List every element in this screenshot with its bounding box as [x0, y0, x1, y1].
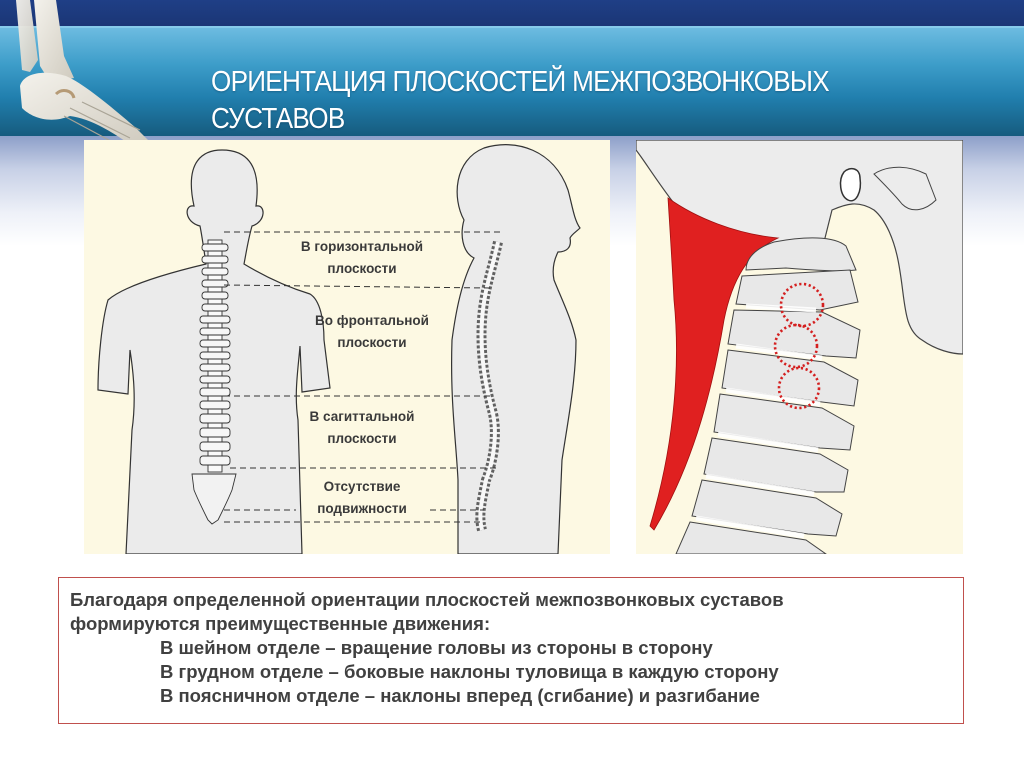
spine-illustration: [97, 144, 581, 554]
highlight-circle-3: [777, 366, 821, 410]
summary-item-thoracic: В грудном отделе – боковые наклоны тулов…: [160, 661, 779, 682]
title-line-1: ОРИЕНТАЦИЯ ПЛОСКОСТЕЙ МЕЖПОЗВОНКОВЫХ: [211, 66, 830, 98]
plane-label-line: подвижности: [317, 501, 407, 516]
skeleton-foot-icon: [16, 0, 148, 147]
plane-label-line: плоскости: [327, 261, 397, 276]
facet-joint-highlights: [773, 282, 825, 410]
plane-label-line: В горизонтальной: [300, 239, 424, 254]
plane-label-line: Отсутствие: [323, 479, 401, 494]
plane-label-line: В сагиттальной: [309, 409, 415, 424]
plane-divider-lines: [223, 231, 500, 523]
header-main-band: [0, 26, 1024, 136]
plane-label-frontal: Во фронтальной плоскости: [282, 310, 462, 354]
slide-header: [0, 0, 1024, 136]
spine-planes-figure: В горизонтальной плоскости Во фронтально…: [84, 140, 610, 554]
plane-label-immobile: Отсутствие подвижности: [272, 476, 452, 520]
cervical-spine-illustration: [636, 140, 963, 554]
header-top-band: [0, 0, 1024, 26]
summary-item-cervical: В шейном отделе – вращение головы из сто…: [160, 637, 713, 658]
plane-label-horizontal: В горизонтальной плоскости: [272, 236, 452, 280]
highlight-circle-1: [779, 282, 825, 328]
summary-intro: Благодаря определенной ориентации плоско…: [70, 588, 784, 636]
highlight-circle-2: [773, 323, 819, 369]
summary-intro-line-1: Благодаря определенной ориентации плоско…: [70, 589, 784, 610]
plane-label-line: плоскости: [327, 431, 397, 446]
summary-textbox: Благодаря определенной ориентации плоско…: [58, 577, 964, 724]
summary-item-lumbar: В поясничном отделе – наклоны вперед (сг…: [160, 685, 760, 706]
plane-label-sagittal: В сагиттальной плоскости: [272, 406, 452, 450]
side-view-body: [451, 144, 581, 554]
cervical-spine-figure: [636, 140, 963, 554]
plane-label-line: Во фронтальной: [315, 313, 429, 328]
plane-label-line: плоскости: [337, 335, 407, 350]
slide-title: ОРИЕНТАЦИЯ ПЛОСКОСТЕЙ МЕЖПОЗВОНКОВЫХ СУС…: [211, 64, 859, 138]
summary-intro-line-2: формируются преимущественные движения:: [70, 613, 491, 634]
back-view-spine: [191, 239, 237, 525]
sacrum: [191, 473, 237, 525]
title-line-2: СУСТАВОВ: [211, 103, 345, 135]
trapezius-muscle: [649, 197, 780, 531]
